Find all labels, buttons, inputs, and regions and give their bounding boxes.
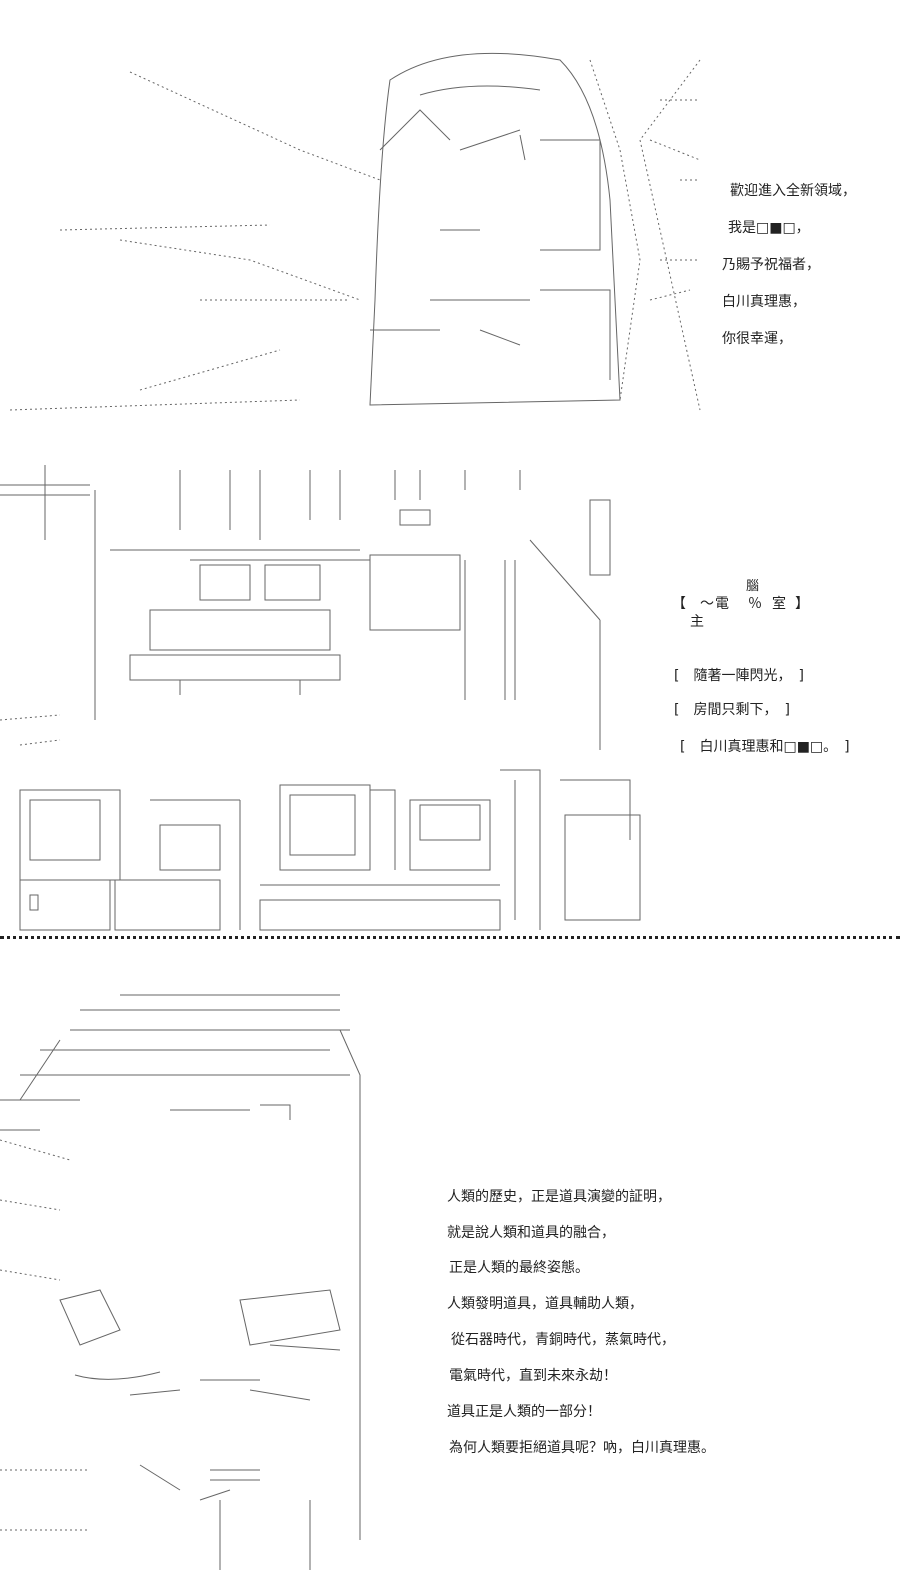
speech-line: 就是說人類和道具的融合， — [447, 1225, 615, 1241]
dialog-line: 你很幸運， — [722, 331, 792, 347]
bracket-open: 【 — [672, 596, 686, 612]
dialog-line: 乃賜予祝福者， — [722, 257, 820, 273]
angel-figure-art — [369, 52, 621, 406]
computer-room-art — [0, 465, 611, 750]
speech-line: 人類發明道具，道具輔助人類， — [447, 1296, 643, 1312]
dialog-line: 歡迎進入全新領域， — [730, 183, 856, 199]
room-char: 室 — [772, 596, 786, 612]
room-char: 電 — [715, 596, 729, 612]
speech-line: 人類的歷史，正是道具演變的証明， — [447, 1189, 671, 1205]
winged-angel-art — [9, 59, 701, 411]
speech-line: 為何人類要拒絕道具呢？吶，白川真理惠。 — [449, 1440, 715, 1456]
dialog-line: 白川真理惠， — [722, 294, 806, 310]
dialog-line: 我是□■□， — [728, 220, 810, 236]
ruby-bottom: 主 — [690, 614, 704, 630]
speech-line: 道具正是人類的一部分！ — [447, 1404, 601, 1420]
computer-equipment-art — [19, 769, 641, 931]
narration-line: [ 隨著一陣閃光， ] — [674, 668, 804, 684]
bracket-close: 】 — [795, 596, 809, 612]
ruby-top: 腦 — [746, 579, 760, 594]
panel-divider — [0, 936, 900, 939]
speech-line: 從石器時代，青銅時代，蒸氣時代， — [451, 1332, 675, 1348]
room-char: ％ — [748, 596, 762, 612]
speech-line: 電氣時代，直到未來永劫！ — [449, 1368, 617, 1384]
tilde: ～ — [700, 596, 714, 612]
narration-line: [ 白川真理惠和□■□。 ] — [680, 739, 850, 755]
speech-line: 正是人類的最終姿態。 — [449, 1260, 589, 1276]
face-closeup-art — [0, 994, 361, 1570]
narration-line: [ 房間只剩下， ] — [674, 702, 790, 718]
